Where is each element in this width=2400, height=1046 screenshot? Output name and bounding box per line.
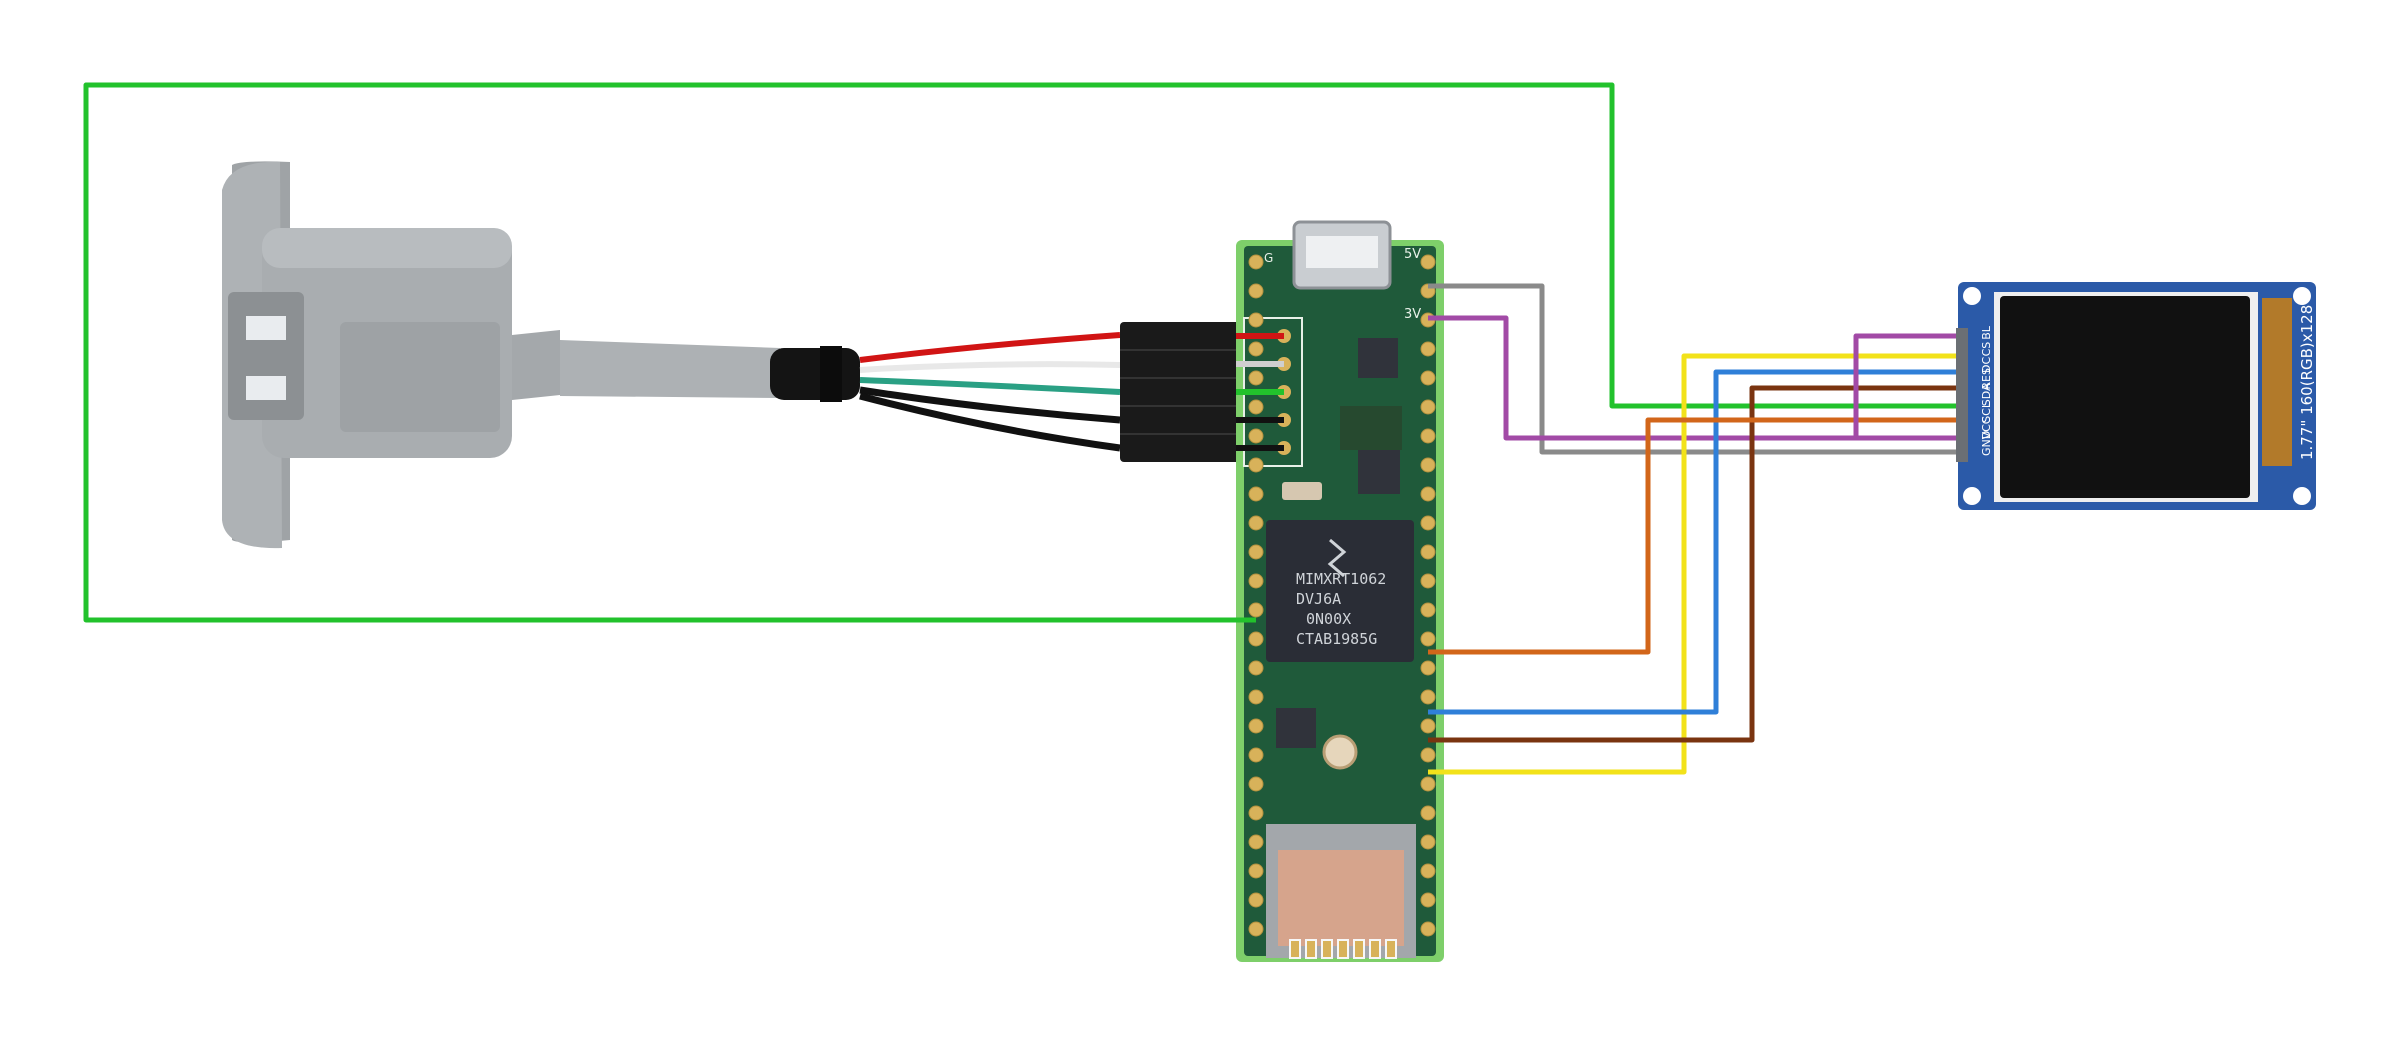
tft-pin-bl: BL xyxy=(1980,325,1993,340)
pin-pad xyxy=(1420,602,1436,618)
pin-pad xyxy=(1420,631,1436,647)
right-pin-row xyxy=(1420,254,1436,937)
pin-pad xyxy=(1248,486,1264,502)
pin-pad xyxy=(1420,747,1436,763)
pin-pad xyxy=(1420,892,1436,908)
pin-pad xyxy=(1248,341,1264,357)
pin-pad xyxy=(1248,747,1264,763)
pin-pad xyxy=(1248,921,1264,937)
pin-pad xyxy=(1420,921,1436,937)
pin-pad xyxy=(1420,341,1436,357)
pin-pad xyxy=(1248,283,1264,299)
pin-pad xyxy=(1248,631,1264,647)
pin-pad xyxy=(1420,428,1436,444)
pin-pad xyxy=(1420,515,1436,531)
usb-connector xyxy=(222,161,1240,549)
tft-pin-sda: SDA xyxy=(1980,383,1993,406)
pin-pad xyxy=(1420,370,1436,386)
pin-label-5v: 5V xyxy=(1404,247,1421,262)
usb-a-panel-mount-icon xyxy=(222,161,1240,549)
pin-pad xyxy=(1248,515,1264,531)
pin-pad xyxy=(1248,602,1264,618)
pin-pad xyxy=(1248,254,1264,270)
pin-pad xyxy=(1248,776,1264,792)
pin-pad xyxy=(1248,689,1264,705)
tft-pin-dc: DC xyxy=(1980,357,1993,373)
tft-pin-gnd: GND xyxy=(1980,431,1993,456)
pin-pad xyxy=(1420,660,1436,676)
blue-wire-dc xyxy=(1428,369,1956,715)
tft-model-label: 1.77" 160(RGB)x128 xyxy=(2298,305,2316,460)
wires xyxy=(83,82,1956,775)
tft-display-icon xyxy=(1956,282,2316,510)
chip-line-3: 0N00X xyxy=(1306,610,1351,628)
pin-pad xyxy=(1420,573,1436,589)
processor-marking: MIMXRT1062 DVJ6A 0N00X CTAB1985G xyxy=(1296,570,1386,648)
pin-pad xyxy=(1420,718,1436,734)
pin-pad xyxy=(1248,892,1264,908)
brown-wire-res xyxy=(1428,385,1956,743)
pin-pad xyxy=(1420,776,1436,792)
microcontroller-board: 5V 3V G MIMXRT1062 DVJ6A 0N00X CTAB1985G xyxy=(1236,220,1444,962)
pin-pad xyxy=(1248,428,1264,444)
green-wire-usb-5v xyxy=(83,82,1956,623)
pin-pad xyxy=(1420,399,1436,415)
pin-pad xyxy=(1420,834,1436,850)
pin-pad xyxy=(1248,718,1264,734)
pin-pad xyxy=(1420,254,1436,270)
pin-pad xyxy=(1420,544,1436,560)
pin-pad xyxy=(1248,805,1264,821)
pin-pad xyxy=(1420,486,1436,502)
orange-wire-sda xyxy=(1428,417,1956,655)
chip-line-4: CTAB1985G xyxy=(1296,630,1377,648)
purple-wire-3v3 xyxy=(1428,315,1956,441)
pin-pad xyxy=(1420,863,1436,879)
left-pin-row xyxy=(1248,254,1264,937)
pin-pad xyxy=(1248,312,1264,328)
pin-pad xyxy=(1248,834,1264,850)
purple-wire-bl xyxy=(1853,333,1956,438)
pin-label-g: G xyxy=(1264,251,1273,265)
gray-wire-gnd xyxy=(1428,283,1956,455)
pin-pad xyxy=(1420,805,1436,821)
tft-pin-res: RES xyxy=(1980,368,1993,390)
pin-pad xyxy=(1248,370,1264,386)
tft-pin-cs: CS xyxy=(1980,342,1993,357)
tft-pin-scl: SCL xyxy=(1980,401,1993,423)
pin-pad xyxy=(1420,689,1436,705)
yellow-wire-cs xyxy=(1428,353,1956,775)
pin-pad xyxy=(1248,573,1264,589)
pin-pad xyxy=(1248,660,1264,676)
pin-pad xyxy=(1248,863,1264,879)
chip-line-1: MIMXRT1062 xyxy=(1296,570,1386,588)
pin-pad xyxy=(1248,399,1264,415)
chip-line-2: DVJ6A xyxy=(1296,590,1341,608)
pin-pad xyxy=(1248,544,1264,560)
pin-label-3v: 3V xyxy=(1404,307,1421,322)
pin-pad xyxy=(1420,457,1436,473)
pin-pad xyxy=(1248,457,1264,473)
tft-pin-vcc: VCC xyxy=(1980,416,1993,439)
